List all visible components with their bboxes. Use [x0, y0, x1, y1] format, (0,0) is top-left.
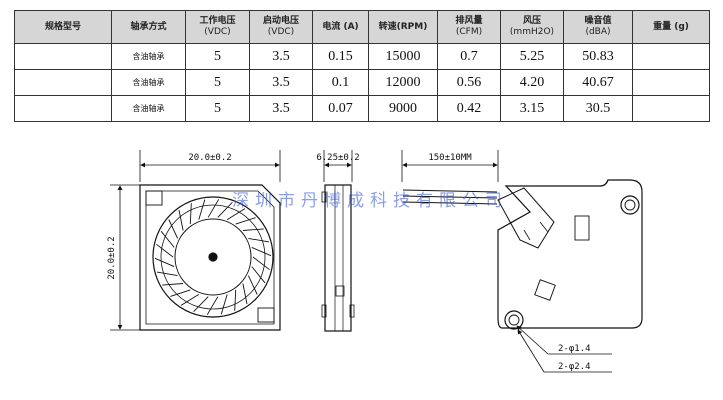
cell-speed: 9000: [368, 95, 438, 122]
impeller-blade: [251, 266, 266, 284]
table-row: 含油轴承 5 3.5 0.07 9000 0.42 3.15 30.5: [14, 95, 710, 122]
header-starting-voltage: 启动电压(VDC): [249, 10, 313, 44]
label-pad: [574, 215, 590, 241]
header-current: 电流 (A): [312, 10, 369, 44]
impeller-outer-ring: [152, 196, 274, 318]
hub-outline: [174, 218, 252, 296]
hole-large-label: 2-φ2.4: [558, 362, 591, 372]
cell-starting-voltage: 3.5: [249, 43, 313, 70]
impeller-blade: [170, 289, 191, 297]
header-model: 规格型号: [14, 10, 112, 44]
impeller-blade: [178, 209, 184, 231]
side-body: [324, 184, 352, 332]
cell-weight: [632, 43, 710, 70]
impeller-blade: [162, 283, 184, 286]
back-view: [401, 150, 643, 373]
cell-weight: [632, 69, 710, 96]
cell-pressure: 5.25: [500, 43, 564, 70]
impeller-blade: [198, 199, 206, 220]
cell-airflow: 0.42: [437, 95, 501, 122]
impeller-blade: [154, 257, 175, 268]
mount-hole: [504, 310, 524, 330]
front-view: [110, 150, 281, 331]
lead-wires: [402, 189, 498, 205]
cell-current: 0.15: [312, 43, 369, 70]
mount-hole: [620, 195, 640, 215]
impeller-blade: [247, 275, 258, 295]
impeller-blade: [207, 199, 220, 218]
cell-current: 0.07: [312, 95, 369, 122]
hole-leader-large: [517, 329, 545, 373]
label-pad: [534, 279, 556, 301]
impeller-blade: [180, 294, 200, 306]
impeller-blade: [235, 217, 256, 225]
cell-starting-voltage: 3.5: [249, 95, 313, 122]
cell-weight: [632, 95, 710, 122]
impeller-blade: [242, 228, 264, 231]
hole-small-label: 2-φ1.4: [558, 344, 591, 354]
impeller-blade: [248, 237, 270, 243]
back-housing-outline: [497, 179, 643, 329]
cell-noise: 30.5: [563, 95, 633, 122]
impeller-blade: [160, 230, 175, 248]
impeller-blade: [217, 201, 233, 218]
cell-airflow: 0.56: [437, 69, 501, 96]
table-row: 含油轴承 5 3.5 0.1 12000 0.56 4.20 40.67: [14, 69, 710, 96]
impeller-blade: [251, 246, 272, 257]
wire-length-dimension-label: 150±10MM: [428, 153, 472, 163]
impeller-blade: [220, 294, 228, 315]
cell-model: [14, 95, 112, 122]
mount-tab: [145, 190, 163, 206]
hole-leader-small: [516, 325, 549, 355]
header-speed: 转速(RPM): [368, 10, 438, 44]
header-noise: 噪音值(dBA): [563, 10, 633, 44]
cell-noise: 40.67: [563, 69, 633, 96]
impeller-blade: [242, 283, 248, 305]
company-watermark: 深圳市丹博成科技有限公司: [232, 191, 508, 211]
side-view: [321, 150, 355, 332]
impeller-blade: [206, 296, 219, 315]
header-working-voltage: 工作电压(VDC): [185, 10, 250, 44]
impeller-blades: [154, 199, 272, 315]
cell-bearing: 含油轴承: [111, 95, 186, 122]
hub-center-dot: [208, 252, 218, 262]
cell-speed: 15000: [368, 43, 438, 70]
fan-housing-outline: [139, 184, 281, 331]
impeller-blade: [189, 203, 192, 225]
header-pressure: 风压(mmH2O): [500, 10, 564, 44]
width-dimension-label: 20.0±0.2: [188, 153, 231, 163]
impeller-blade: [226, 208, 246, 220]
height-dimension-label: 20.0±0.2: [107, 236, 117, 279]
impeller-blade: [252, 256, 270, 271]
impeller-blade: [193, 296, 209, 313]
impeller-blade: [168, 219, 179, 239]
impeller-blade: [156, 271, 178, 277]
cell-starting-voltage: 3.5: [249, 69, 313, 96]
thickness-dimension-label: 6.25±0.2: [316, 153, 359, 163]
impeller-blade: [234, 289, 237, 311]
wire-outlet: [497, 187, 555, 249]
impeller-blade: [156, 243, 174, 258]
spec-table: 规格型号 轴承方式 工作电压(VDC) 启动电压(VDC) 电流 (A) 转速(…: [14, 10, 710, 122]
mount-tab: [257, 307, 275, 323]
cell-speed: 12000: [368, 69, 438, 96]
